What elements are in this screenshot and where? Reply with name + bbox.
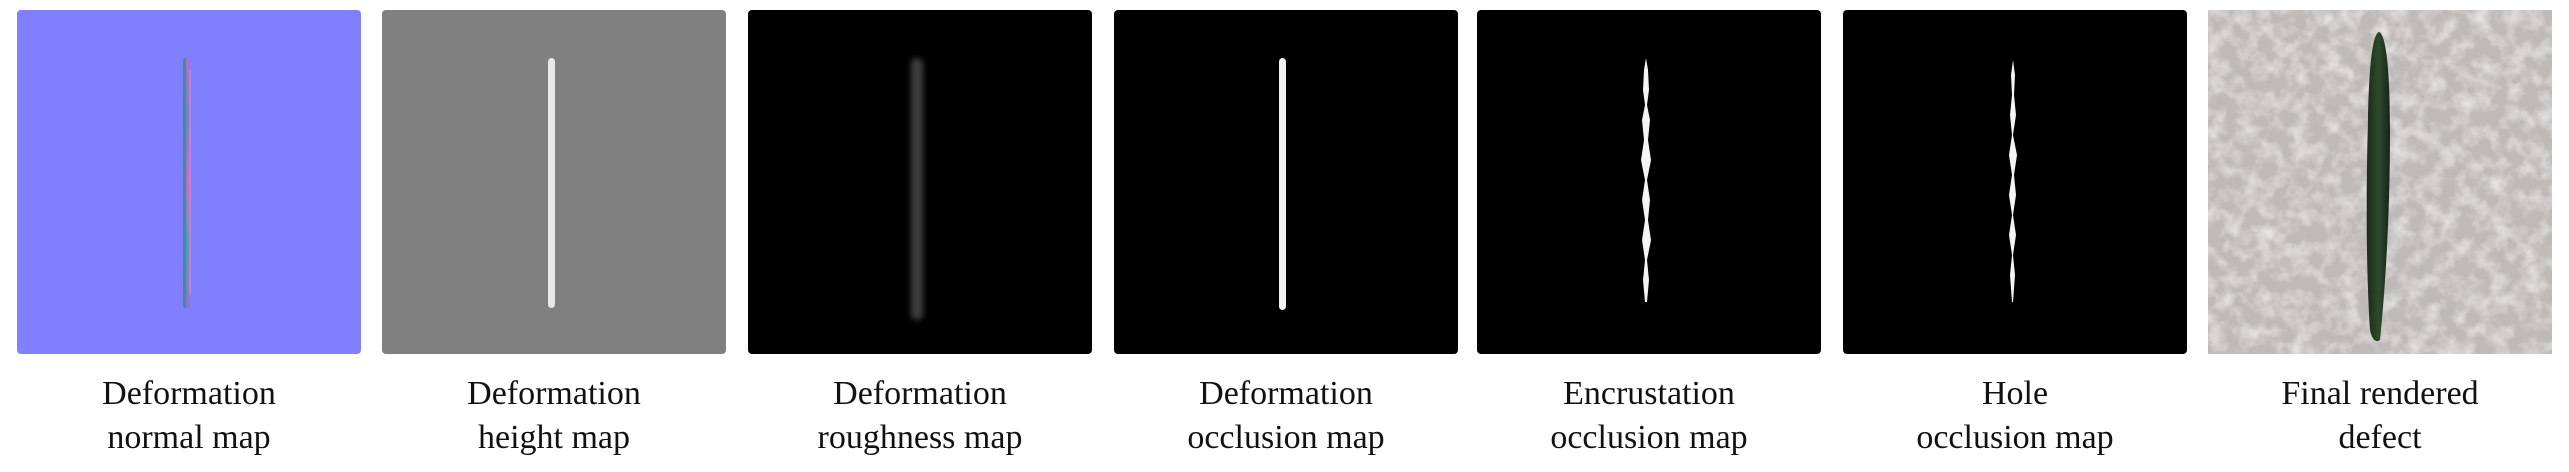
hole-occlusion-map-image xyxy=(1843,10,2187,354)
caption-line: height map xyxy=(477,419,631,456)
caption-hole-occlusion-map: Hole occlusion map xyxy=(1843,372,2187,460)
hole-occlusion-map-graphic xyxy=(1843,10,2187,354)
caption-roughness-map: Deformation roughness map xyxy=(748,372,1092,460)
caption-line: Final rendered xyxy=(2281,375,2479,412)
caption-line: Deformation xyxy=(102,375,276,412)
caption-line: roughness map xyxy=(817,419,1023,456)
final-rendered-defect-graphic xyxy=(2208,10,2552,354)
caption-line: normal map xyxy=(107,419,271,456)
encrustation-occlusion-map-graphic xyxy=(1477,10,1821,354)
caption-line: Deformation xyxy=(833,375,1007,412)
caption-line: Hole xyxy=(1981,375,2049,412)
caption-line: occlusion map xyxy=(1550,419,1748,456)
height-map-graphic xyxy=(382,10,726,354)
roughness-map-graphic xyxy=(748,10,1092,354)
caption-line: Deformation xyxy=(467,375,641,412)
encrustation-occlusion-map-image xyxy=(1477,10,1821,354)
caption-normal-map: Deformation normal map xyxy=(17,372,361,460)
caption-final-rendered-defect: Final rendered defect xyxy=(2208,372,2552,460)
height-map-image xyxy=(382,10,726,354)
caption-line: Encrustation xyxy=(1563,375,1735,412)
caption-height-map: Deformation height map xyxy=(382,372,726,460)
caption-line: occlusion map xyxy=(1187,419,1385,456)
deformation-occlusion-map-image xyxy=(1114,10,1458,354)
caption-deformation-occlusion-map: Deformation occlusion map xyxy=(1114,372,1458,460)
caption-line: occlusion map xyxy=(1916,419,2114,456)
final-rendered-defect-image xyxy=(2208,10,2552,354)
normal-map-image xyxy=(17,10,361,354)
caption-encrustation-occlusion-map: Encrustation occlusion map xyxy=(1477,372,1821,460)
caption-line: Deformation xyxy=(1199,375,1373,412)
caption-line: defect xyxy=(2338,419,2422,456)
roughness-map-image xyxy=(748,10,1092,354)
deformation-occlusion-map-graphic xyxy=(1114,10,1458,354)
normal-map-graphic xyxy=(17,10,361,354)
